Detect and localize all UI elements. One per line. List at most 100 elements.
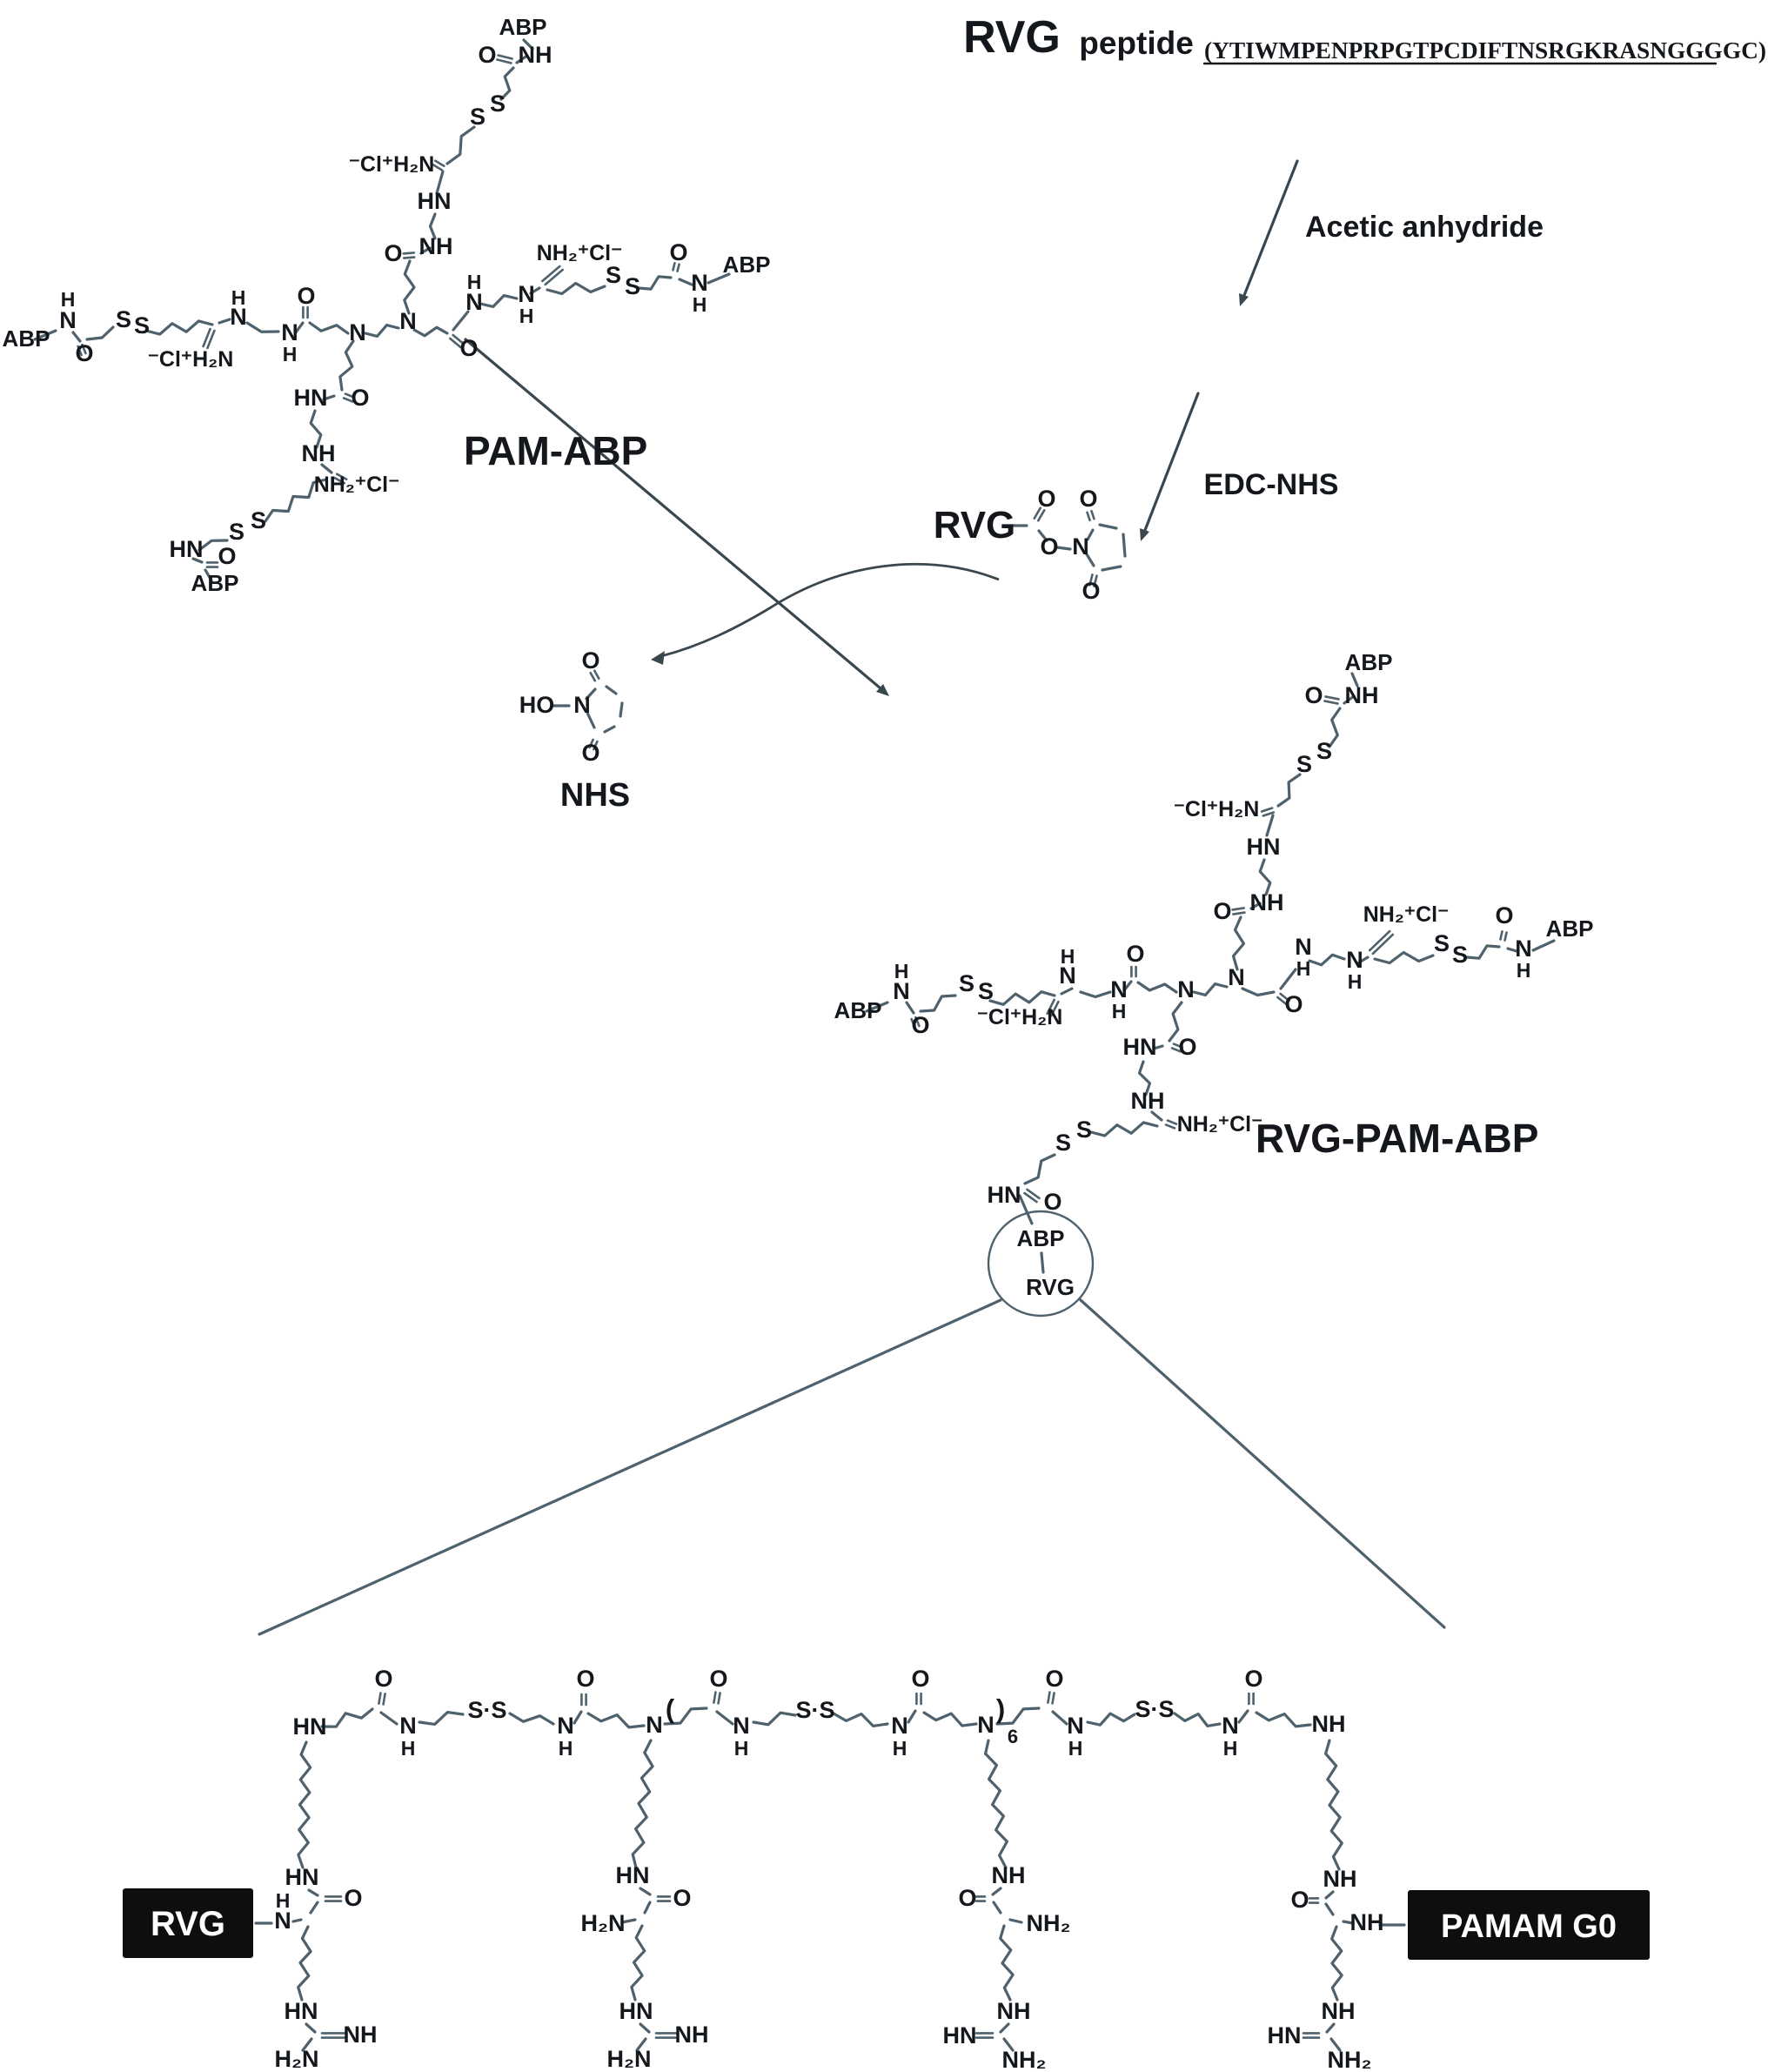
bond — [1343, 694, 1356, 705]
atom-label: O — [478, 42, 496, 68]
bond — [291, 1918, 303, 1923]
bond — [204, 568, 213, 582]
atom-label: O — [1043, 1189, 1061, 1215]
bond — [1279, 968, 1297, 990]
bond — [419, 246, 432, 255]
bond — [464, 338, 887, 694]
chain-bond — [320, 1707, 374, 1728]
bond — [1249, 902, 1262, 910]
chain-bond — [198, 539, 229, 552]
bond — [1033, 506, 1042, 520]
bond — [593, 669, 600, 681]
bond — [1018, 1194, 1034, 1225]
atom-label: H — [1517, 959, 1531, 982]
bond — [1503, 931, 1508, 942]
bond — [1164, 1123, 1176, 1130]
atom-label: O — [1079, 486, 1097, 512]
bond — [1531, 939, 1556, 952]
atom-label: S·S — [795, 1697, 834, 1723]
bond — [305, 2022, 317, 2034]
bond — [1051, 1710, 1068, 1726]
atom-label: O — [384, 240, 402, 266]
atom-label: ⁻Cl⁺H₂N — [1174, 797, 1260, 821]
atom-label: S — [251, 507, 266, 533]
chain-bond — [919, 994, 957, 1013]
atom-label: H — [231, 286, 246, 309]
atom-label: H₂N — [275, 2046, 319, 2072]
atom-label: N — [1059, 962, 1076, 989]
atom-label: NH — [1323, 1866, 1357, 1892]
chain-bond — [428, 212, 437, 240]
chain-bond — [1089, 1121, 1159, 1137]
atom-label: ABP — [723, 251, 771, 278]
chain-bond — [637, 275, 673, 291]
bond — [33, 329, 57, 341]
atom-label: N — [733, 1713, 750, 1739]
atom-label: S·S — [467, 1697, 506, 1723]
chain-bond — [297, 1740, 312, 1869]
atom-label: O — [1213, 898, 1231, 924]
repeat-count: 6 — [1008, 1726, 1018, 1747]
atom-label: S — [490, 91, 506, 117]
chain-bond — [1323, 1739, 1343, 1871]
atom-label: N — [1067, 1713, 1084, 1739]
atom-label: N — [1177, 976, 1195, 1002]
bond — [529, 286, 541, 295]
atom-label: O — [709, 1666, 727, 1692]
bond — [905, 1001, 915, 1015]
atom-label: S — [1076, 1116, 1092, 1143]
atom-label: O — [1284, 991, 1303, 1017]
atom-label: HN — [294, 385, 328, 411]
bond — [202, 327, 211, 348]
bond — [1172, 1043, 1184, 1049]
bond — [910, 1017, 916, 1029]
atom-label: H — [519, 305, 534, 327]
bond — [1166, 1119, 1178, 1125]
circle-abp: ABP — [1017, 1225, 1065, 1251]
atom-label: H — [559, 1737, 573, 1760]
bond — [585, 687, 597, 701]
atom-label: S — [134, 312, 150, 339]
chain-bond — [631, 1739, 654, 1869]
atom-label: NH₂ — [1328, 2047, 1372, 2072]
atom-label: N — [1295, 934, 1312, 960]
atom-label: O — [75, 340, 93, 366]
atom-label: NH₂ — [1027, 1910, 1071, 1936]
bond — [1040, 1251, 1045, 1274]
bond — [1085, 553, 1095, 567]
chain-bond — [1136, 981, 1178, 994]
atom-label: S — [229, 519, 244, 545]
bond — [322, 394, 336, 401]
atom-label: S — [1055, 1130, 1071, 1156]
bond — [382, 1693, 386, 1706]
bond — [573, 1710, 583, 1725]
bond — [1324, 695, 1340, 701]
atom-label: O — [911, 1666, 929, 1692]
bond — [1050, 1000, 1060, 1017]
atom-label: ⁻Cl⁺H₂N — [977, 1005, 1063, 1029]
atom-label: H — [693, 293, 707, 316]
atom-label: O — [576, 1666, 594, 1692]
bond — [717, 1692, 721, 1705]
chain-bond — [297, 1925, 312, 2002]
atom-label: H — [61, 288, 76, 311]
peptide-sequence: (YTIWMPENPRPGTPCDIFTNSRGKRASNGGGGC) — [1204, 37, 1766, 64]
atom-label: O — [1304, 682, 1323, 708]
atom-label: O — [1178, 1034, 1196, 1060]
atom-label: O — [1126, 941, 1144, 967]
atom-label: H — [1296, 957, 1311, 980]
circle-rvg: RVG — [1026, 1274, 1075, 1300]
bond — [992, 1901, 1002, 1914]
arrowhead — [651, 651, 665, 665]
bond — [1122, 980, 1133, 992]
atom-label: NH — [419, 233, 453, 259]
atom-label: N — [1228, 964, 1245, 990]
chain-bond — [85, 325, 115, 341]
atom-label: N — [557, 1713, 574, 1739]
bond — [522, 38, 534, 50]
atom-label: ⁻Cl⁺H₂N — [349, 152, 435, 177]
chain-bond — [403, 259, 416, 315]
chain-bond — [922, 1711, 978, 1727]
bond — [865, 1001, 889, 1013]
bond — [1026, 1188, 1041, 1200]
